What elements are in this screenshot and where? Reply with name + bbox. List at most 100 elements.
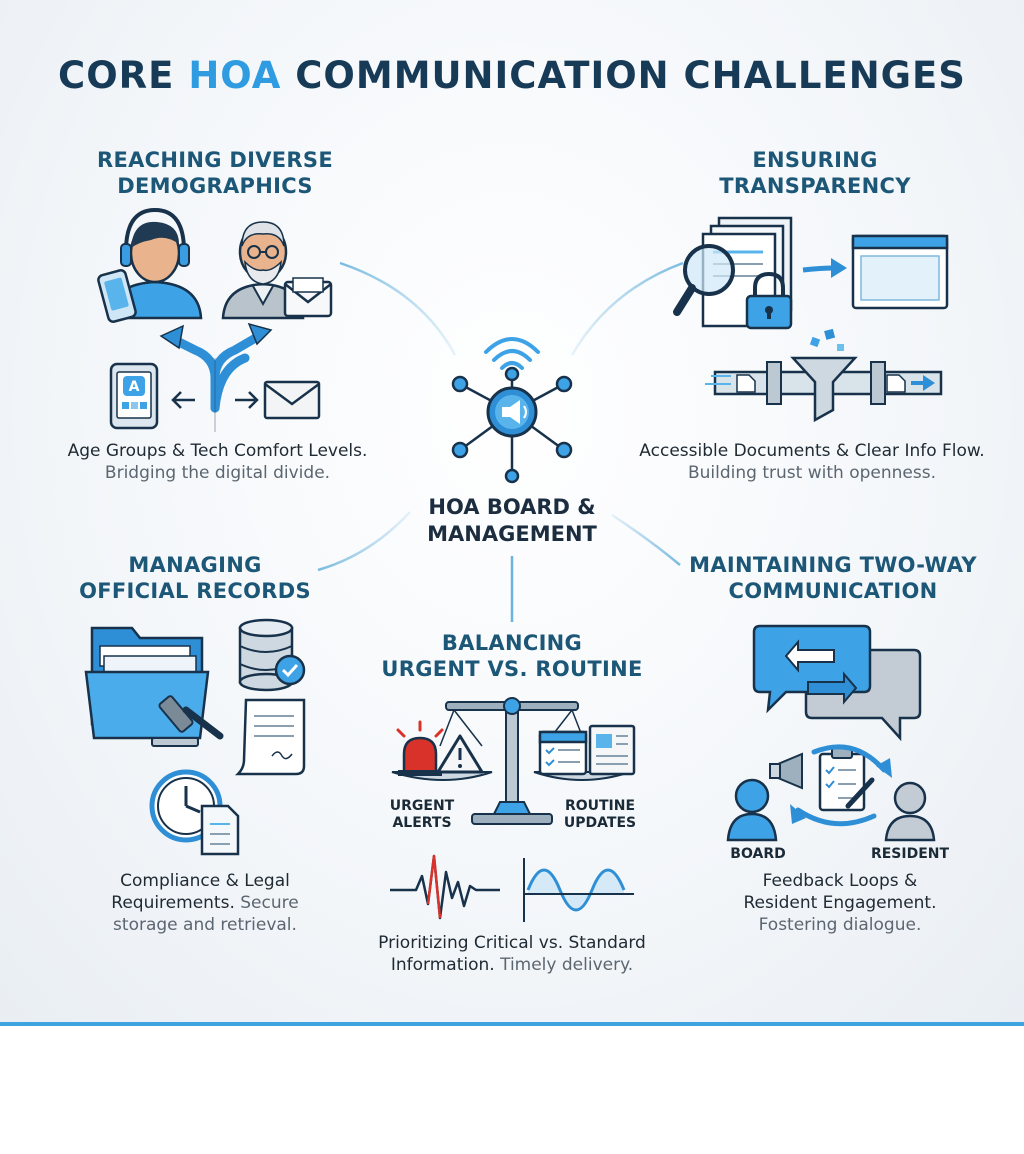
connector-bottom-left [317, 511, 411, 572]
database-check-icon [238, 618, 306, 692]
section-transparency: ENSURING TRANSPARENCY [670, 147, 960, 199]
label-urgent-alerts: URGENT ALERTS [372, 798, 472, 832]
caption-diverse: Age Groups & Tech Comfort Levels. Bridgi… [40, 440, 395, 484]
label-line: RESIDENT [870, 846, 950, 862]
label-line: ALERTS [392, 815, 452, 831]
caption-twoway: Feedback Loops & Resident Engagement. Fo… [690, 870, 990, 936]
section-records: MANAGING OFFICIAL RECORDS [55, 552, 335, 604]
caption-urgent: Prioritizing Critical vs. Standard Infor… [347, 932, 677, 976]
label-routine-updates: ROUTINE UPDATES [550, 798, 650, 832]
caption-sub: Bridging the digital divide. [104, 463, 331, 483]
hub-label-line: MANAGEMENT [427, 522, 597, 546]
title-line: DEMOGRAPHICS [117, 174, 313, 198]
section-title: MAINTAINING TWO-WAY COMMUNICATION [668, 552, 998, 604]
label-line: URGENT [389, 798, 455, 814]
infographic-poster: CORE HOA COMMUNICATION CHALLENGES REACHI… [0, 0, 1024, 1024]
gavel-icon [151, 695, 224, 747]
section-title: MANAGING OFFICIAL RECORDS [55, 552, 335, 604]
caption-sub: Building trust with openness. [688, 463, 936, 483]
megaphone-icon [769, 752, 803, 790]
title-line: OFFICIAL RECORDS [79, 579, 311, 603]
connector-top-right [570, 261, 684, 356]
clock-document-icon [149, 769, 240, 856]
title-line: MAINTAINING TWO-WAY [689, 553, 977, 577]
section-diverse: REACHING DIVERSE DEMOGRAPHICS [70, 147, 360, 199]
people-headphones-icon [107, 207, 203, 320]
label-board: BOARD [712, 846, 804, 863]
branching-arrows-icon [170, 331, 264, 413]
transparency-illustration [673, 216, 949, 423]
connector-top-left [339, 261, 457, 356]
page-title: CORE HOA COMMUNICATION CHALLENGES [0, 54, 1024, 97]
caption-line: Feedback Loops & [762, 871, 918, 891]
title-part-hoa: HOA [188, 54, 282, 97]
urgent-illustration [391, 697, 636, 825]
title-part-core: CORE [58, 54, 175, 97]
certificate-scroll-icon [234, 698, 306, 776]
connector-lines [317, 261, 684, 622]
title-line: ENSURING [752, 148, 878, 172]
broadcast-network-icon [451, 366, 573, 484]
svg-text:A: A [129, 379, 140, 395]
alarm-siren-icon [396, 720, 444, 776]
title-line: URGENT VS. ROUTINE [381, 657, 643, 681]
person-icon [726, 778, 778, 842]
caption-sub: Fostering dialogue. [758, 915, 922, 935]
browser-window-icon [851, 234, 949, 310]
records-illustration [84, 618, 306, 856]
pipeline-funnel-icon [705, 328, 943, 423]
diverse-illustration: A [97, 207, 333, 432]
caption-line: Prioritizing Critical vs. Standard [378, 933, 646, 953]
wifi-icon [484, 337, 540, 370]
section-urgent: BALANCING URGENT VS. ROUTINE [362, 630, 662, 682]
section-twoway: MAINTAINING TWO-WAY COMMUNICATION [668, 552, 998, 604]
cycle-arrows-icon [795, 744, 887, 827]
envelope-icon [263, 380, 321, 420]
caption-records: Compliance & Legal Requirements. Secure … [60, 870, 350, 936]
hub-label: HOA BOARD & MANAGEMENT [392, 494, 632, 548]
label-line: BOARD [730, 846, 786, 862]
label-line: ROUTINE [564, 798, 636, 814]
hub-label-line: HOA BOARD & [428, 495, 596, 519]
title-line: REACHING DIVERSE [97, 148, 333, 172]
section-title: BALANCING URGENT VS. ROUTINE [362, 630, 662, 682]
warning-triangle-icon [436, 734, 484, 774]
magnifier-documents-icon [673, 216, 793, 328]
sine-wave-icon [524, 868, 634, 912]
newspaper-icon [588, 724, 636, 776]
caption-sub: Secure [240, 893, 299, 913]
double-arrow-icon [171, 391, 259, 409]
title-line: TRANSPARENCY [719, 174, 911, 198]
title-line: BALANCING [441, 631, 583, 655]
caption-main: Accessible Documents & Clear Info Flow. [639, 441, 985, 461]
heartbeat-wave-icon [390, 854, 500, 920]
caption-sub: Timely delivery. [500, 955, 634, 975]
label-resident: RESIDENT [860, 846, 960, 863]
waveforms-illustration [390, 854, 634, 922]
section-title: ENSURING TRANSPARENCY [670, 147, 960, 199]
smartphone-icon [97, 269, 137, 323]
caption-sub: storage and retrieval. [113, 915, 297, 935]
caption-transparency: Accessible Documents & Clear Info Flow. … [612, 440, 1012, 484]
calendar-checklist-icon [538, 730, 588, 776]
section-title: REACHING DIVERSE DEMOGRAPHICS [70, 147, 360, 199]
padlock-icon [745, 271, 793, 330]
senior-person-icon [221, 221, 305, 320]
bottom-divider [0, 1022, 1024, 1026]
envelope-icon [283, 277, 333, 318]
hub-illustration [451, 337, 573, 484]
label-line: UPDATES [563, 815, 637, 831]
caption-line: Resident Engagement. [743, 893, 937, 913]
twoway-illustration [726, 624, 936, 842]
caption-line: Compliance & Legal [120, 871, 290, 891]
caption-line: Requirements. [111, 893, 235, 913]
title-line: COMMUNICATION [728, 579, 938, 603]
arrow-right-icon [802, 258, 847, 278]
caption-main: Age Groups & Tech Comfort Levels. [67, 441, 368, 461]
chat-bubbles-arrows-icon [752, 624, 922, 742]
caption-line: Information. [390, 955, 495, 975]
connector-bottom-right [611, 513, 681, 566]
title-line: MANAGING [128, 553, 262, 577]
tablet-app-icon: A [109, 362, 159, 430]
title-part-rest: COMMUNICATION CHALLENGES [295, 54, 966, 97]
